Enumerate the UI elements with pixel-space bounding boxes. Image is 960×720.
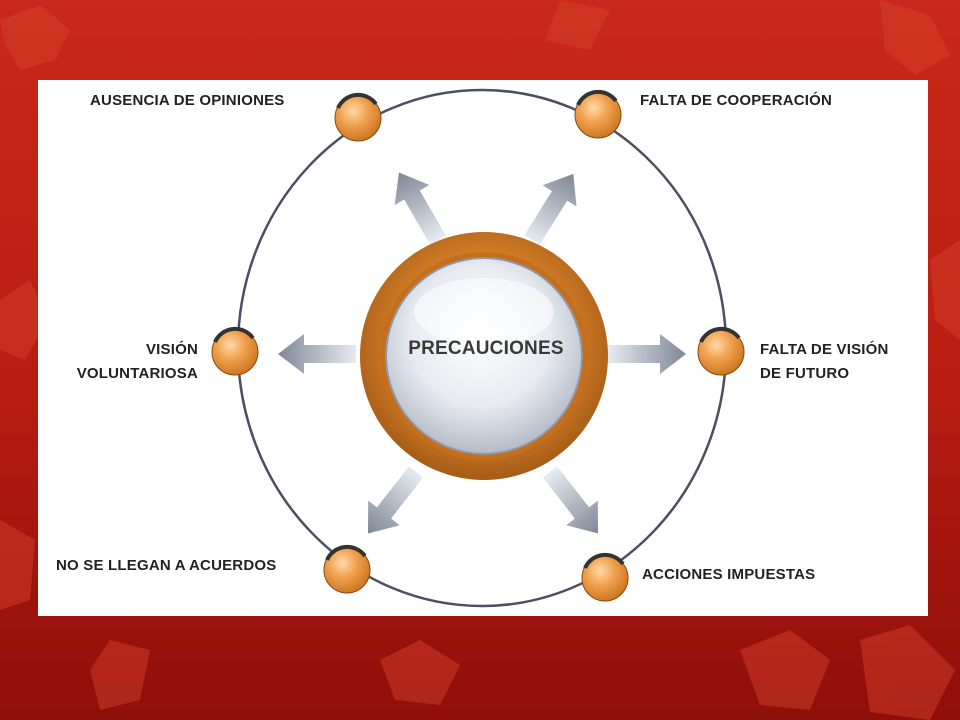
label-mid-left: VISIÓN VOLUNTARIOSA <box>58 338 198 386</box>
arrow-down-right <box>542 466 599 534</box>
leaf-icon <box>860 625 955 720</box>
label-top-right: FALTA DE COOPERACIÓN <box>640 92 833 109</box>
precautions-diagram <box>211 88 745 608</box>
label-mid-left-line2: VOLUNTARIOSA <box>76 365 198 382</box>
center-label: PRECAUCIONES <box>408 338 564 359</box>
label-top-left: AUSENCIA DE OPINIONES <box>90 92 285 109</box>
arrow-down-left <box>367 466 424 534</box>
leaf-icon <box>380 640 460 705</box>
leaf-icon <box>930 240 960 340</box>
leaf-icon <box>880 0 950 75</box>
arrow-up-left <box>394 172 446 245</box>
node-dot-bottom-left <box>323 544 371 594</box>
diagram-panel: PRECAUCIONES AUSENCIA DE OPINIONES FALTA… <box>38 80 928 616</box>
label-mid-left-line1: VISIÓN <box>145 341 198 358</box>
leaf-icon <box>545 0 610 50</box>
leaf-icon <box>740 630 830 710</box>
node-dot-top-right <box>574 89 622 139</box>
leaf-icon <box>90 640 150 710</box>
leaf-icon <box>0 520 35 610</box>
center-circle <box>360 232 608 480</box>
arrow-left <box>278 334 356 374</box>
label-mid-right-line1: FALTA DE VISIÓN <box>760 341 889 358</box>
node-dot-mid-right <box>697 326 745 376</box>
arrow-right <box>608 334 686 374</box>
node-dot-top-left <box>334 92 382 142</box>
node-dots <box>211 89 745 602</box>
label-mid-right: FALTA DE VISIÓN DE FUTURO <box>760 338 889 386</box>
arrows <box>278 172 686 534</box>
arrow-up-right <box>524 173 577 245</box>
label-bottom-right: ACCIONES IMPUESTAS <box>642 566 816 583</box>
node-dot-mid-left <box>211 326 259 376</box>
label-mid-right-line2: DE FUTURO <box>760 365 850 382</box>
leaf-icon <box>0 5 70 70</box>
node-dot-bottom-right <box>581 552 629 602</box>
label-bottom-left: NO SE LLEGAN A ACUERDOS <box>56 557 277 574</box>
